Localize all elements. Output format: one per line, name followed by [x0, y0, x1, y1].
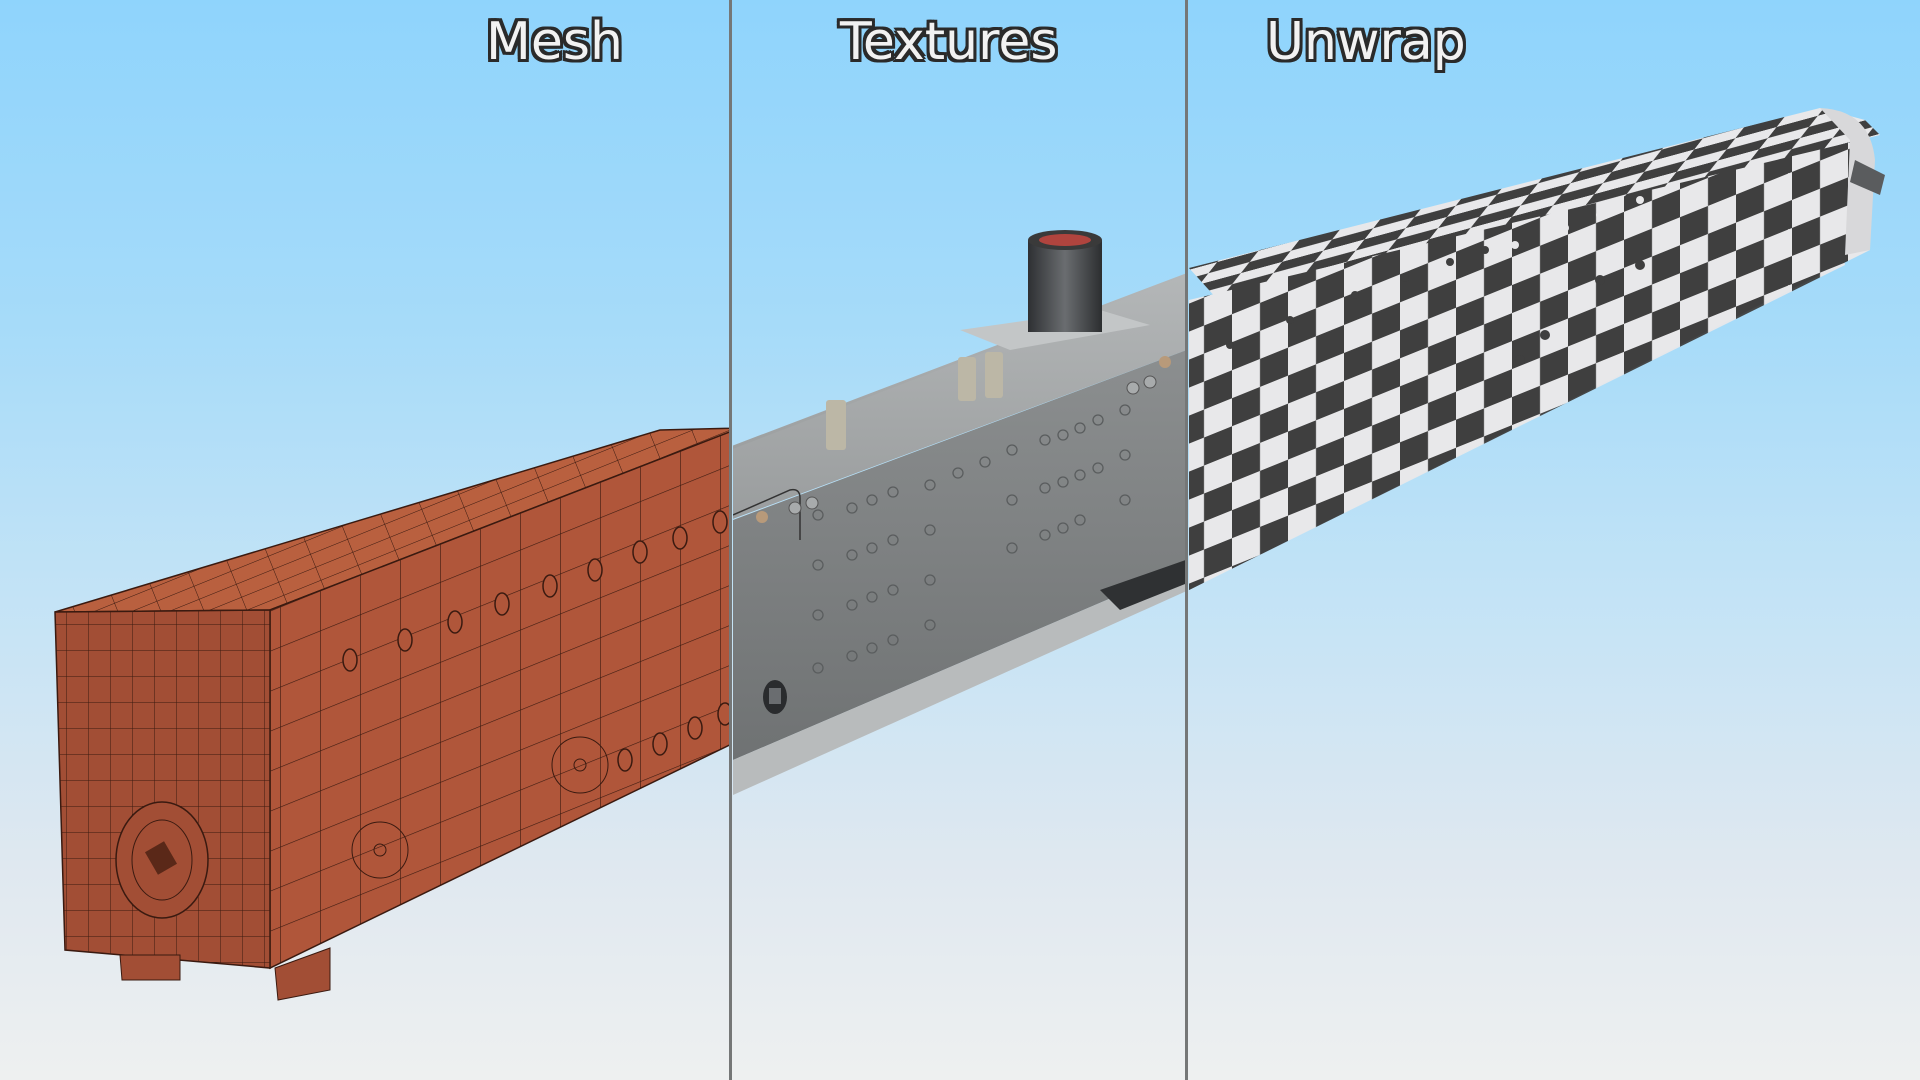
textured-model [733, 230, 1186, 795]
unwrap-checker-model [1189, 108, 1885, 590]
divider-mesh-textures [729, 0, 732, 1080]
divider-textures-unwrap [1185, 0, 1188, 1080]
label-mesh: Mesh [486, 12, 623, 72]
label-textures: Textures [840, 12, 1058, 72]
label-unwrap: Unwrap [1266, 12, 1466, 72]
mesh-wireframe-model [54, 427, 730, 1001]
